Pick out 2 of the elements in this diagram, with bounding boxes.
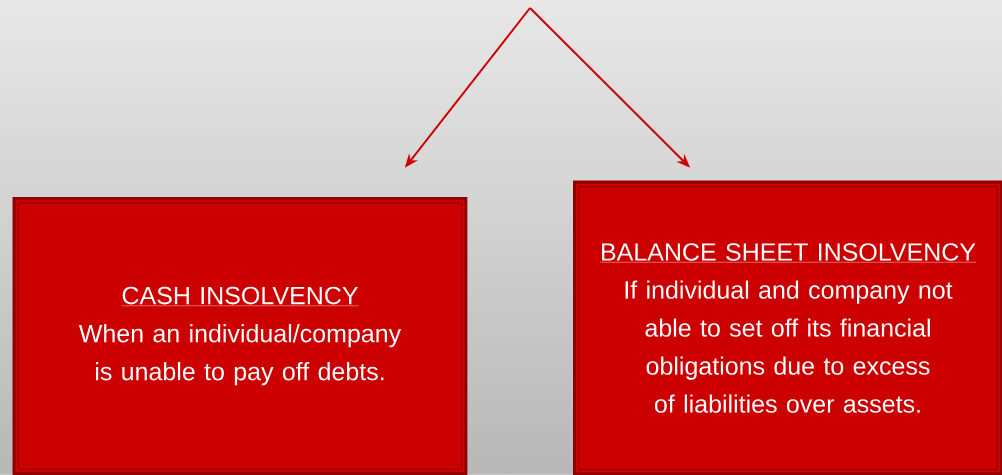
definition-box: CASH INSOLVENCY When an individual/company is unable to pay off debts.	[12, 197, 468, 475]
definition-box: BALANCE SHEET INSOLVENCY If individual and company not able to set off its financial obligations due to excess of liabilities over assets.	[573, 180, 1002, 475]
